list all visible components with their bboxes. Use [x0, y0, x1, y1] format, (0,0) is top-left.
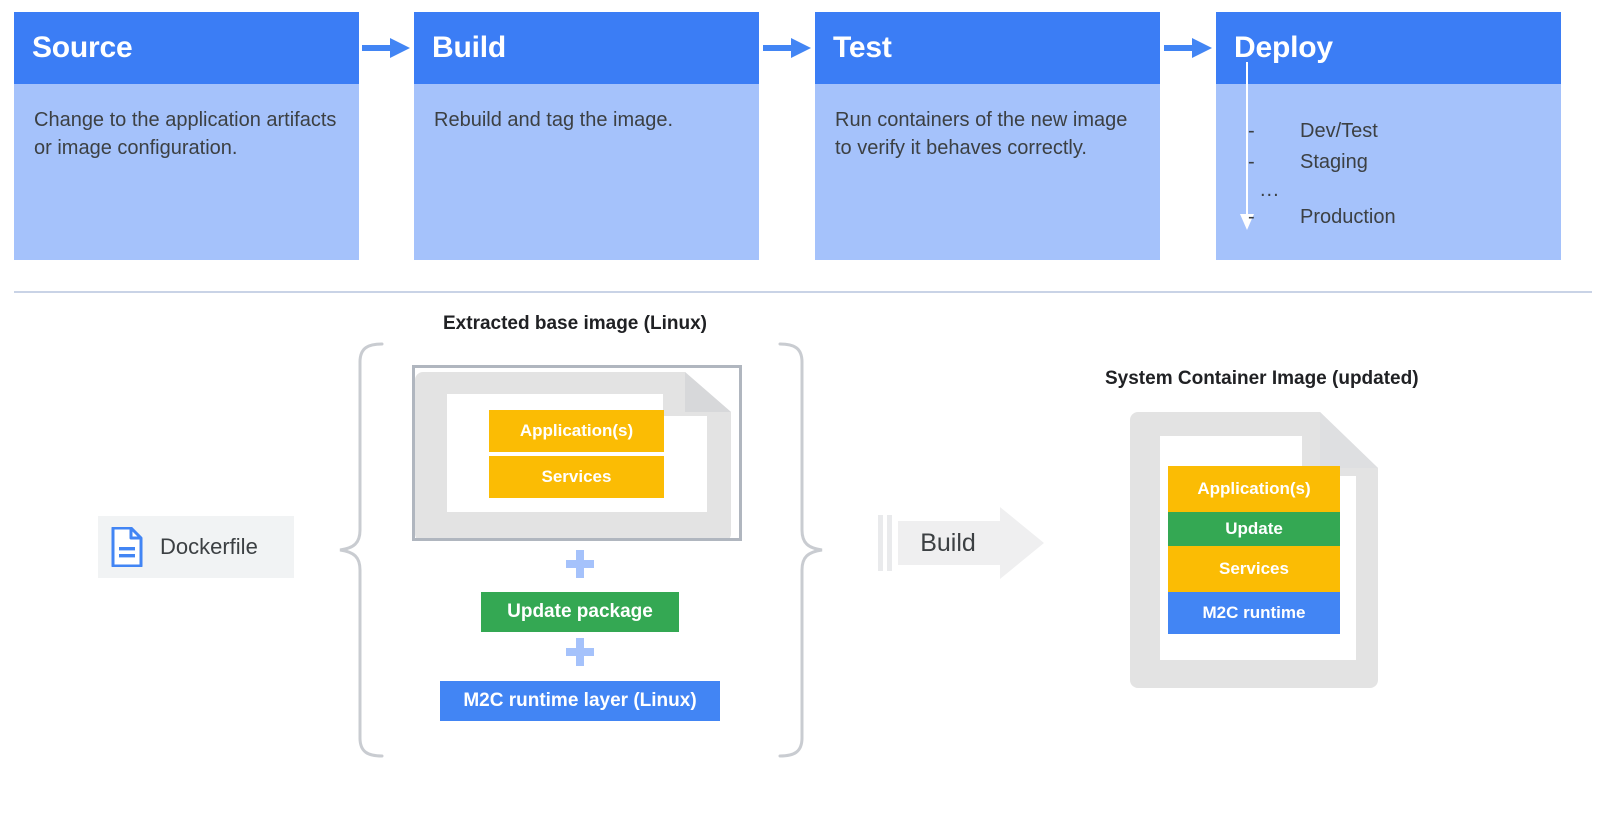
stage-body: Change to the application artifacts or i…	[34, 109, 337, 160]
dockerfile-chip[interactable]: Dockerfile	[98, 516, 294, 578]
base-image-layer-stack: Application(s) Services	[489, 410, 664, 498]
dockerfile-label: Dockerfile	[160, 534, 258, 559]
list-bullet: -	[1248, 120, 1255, 142]
document-frame-icon	[415, 372, 731, 538]
layer-update: Update	[1168, 512, 1340, 546]
arrow-down-icon	[1240, 62, 1254, 232]
document-frame-icon	[1130, 412, 1378, 688]
layer-application: Application(s)	[489, 410, 664, 452]
list-bullet: -	[1248, 151, 1255, 173]
stage-header-build: Build	[414, 12, 759, 84]
list-item: - Staging	[1248, 147, 1578, 178]
plus-icon	[566, 550, 594, 578]
stage-header-deploy: Deploy	[1216, 12, 1561, 84]
left-brace	[339, 342, 384, 758]
arrow-right-block-icon	[878, 507, 1044, 579]
layer-services: Services	[1168, 546, 1340, 592]
arrow-shaft	[362, 45, 392, 51]
arrow-shaft	[763, 45, 793, 51]
pipeline-stage-test[interactable]: Test Run containers of the new image to …	[815, 12, 1160, 260]
cicd-pipeline-row: Source Change to the application artifac…	[0, 0, 1606, 265]
arrow-head	[1192, 38, 1212, 58]
stage-title: Build	[432, 31, 506, 64]
stage-title: Source	[32, 31, 133, 64]
list-item: - Production	[1248, 202, 1578, 233]
layer-services: Services	[489, 456, 664, 498]
list-bullet: -	[1248, 206, 1255, 228]
arrow-head	[791, 38, 811, 58]
arrow-right-icon	[362, 38, 414, 58]
right-brace	[778, 342, 823, 758]
pipeline-stage-build[interactable]: Build Rebuild and tag the image.	[414, 12, 759, 260]
stage-title: Test	[833, 31, 892, 64]
arrow-shaft	[1164, 45, 1194, 51]
m2c-runtime-layer-band: M2C runtime layer (Linux)	[440, 681, 720, 721]
pipeline-stage-deploy[interactable]: Deploy	[1216, 12, 1561, 260]
left-section-caption: Extracted base image (Linux)	[443, 313, 707, 334]
document-icon	[111, 527, 143, 567]
update-package-band: Update package	[481, 592, 679, 632]
plus-icon	[566, 638, 594, 666]
list-item: - Dev/Test	[1248, 116, 1578, 147]
system-image-layer-stack: Application(s) Update Services M2C runti…	[1168, 466, 1340, 634]
list-item-label: Staging	[1300, 151, 1368, 173]
arrow-shaft	[1246, 62, 1248, 218]
stage-body: Rebuild and tag the image.	[434, 109, 674, 131]
layer-application: Application(s)	[1168, 466, 1340, 512]
extracted-base-image-container	[412, 365, 742, 541]
stage-title: Deploy	[1234, 31, 1333, 64]
list-item-label: Dev/Test	[1300, 120, 1378, 142]
section-divider	[14, 291, 1592, 293]
arrow-right-icon	[763, 38, 815, 58]
build-arrow: Build	[878, 505, 1046, 581]
stage-header-source: Source	[14, 12, 359, 84]
build-arrow-label: Build	[920, 528, 976, 557]
stage-header-test: Test	[815, 12, 1160, 84]
pipeline-stage-source[interactable]: Source Change to the application artifac…	[14, 12, 359, 260]
deploy-environment-list: - Dev/Test - Staging ... - Production	[1248, 116, 1578, 233]
layer-m2c-runtime: M2C runtime	[1168, 592, 1340, 634]
system-container-image-doc	[1130, 408, 1386, 688]
arrow-right-icon	[1164, 38, 1216, 58]
stage-body: Run containers of the new image to verif…	[835, 109, 1128, 160]
build-composition-diagram: Extracted base image (Linux) System Cont…	[0, 300, 1606, 822]
arrow-head	[390, 38, 410, 58]
arrow-head	[1240, 214, 1254, 230]
list-ellipsis: ...	[1260, 179, 1280, 201]
right-section-caption: System Container Image (updated)	[1105, 368, 1419, 389]
list-item-label: Production	[1300, 206, 1396, 228]
